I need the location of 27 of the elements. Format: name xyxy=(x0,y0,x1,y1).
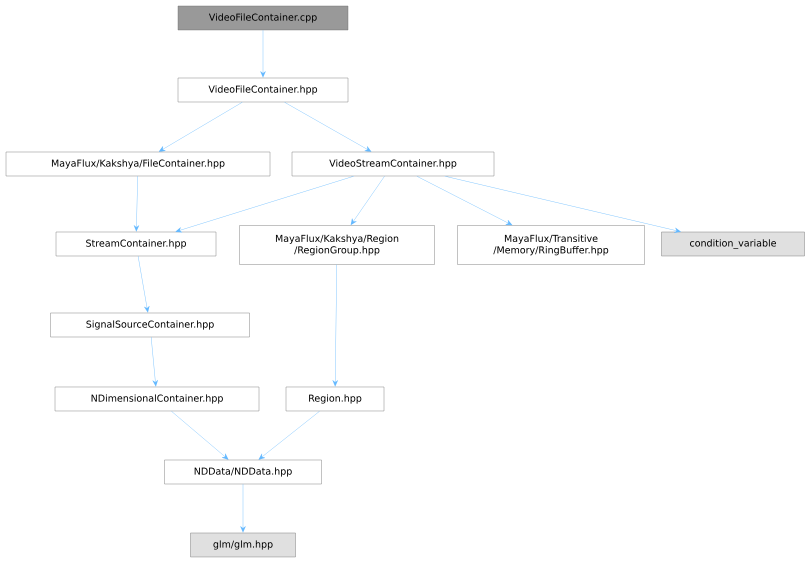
arrow xyxy=(444,176,681,233)
system-header-box: glm/glm.hpp xyxy=(190,532,296,558)
arrow xyxy=(332,264,338,386)
arrow xyxy=(150,337,158,386)
arrow xyxy=(134,176,140,232)
arrow xyxy=(260,30,266,78)
arrow xyxy=(416,176,512,226)
arrow xyxy=(138,256,150,312)
header-box: NDData/NDData.hpp xyxy=(164,460,322,484)
arrow xyxy=(350,176,385,226)
source-file-box: VideoFileContainer.cpp xyxy=(178,6,348,30)
header-box: VideoStreamContainer.hpp xyxy=(292,152,494,176)
arrow xyxy=(158,102,243,152)
arrow xyxy=(175,176,354,232)
header-box: NDimensionalContainer.hpp xyxy=(54,386,260,412)
header-box: MayaFlux/Kakshya/FileContainer.hpp xyxy=(6,152,270,176)
arrow xyxy=(258,411,320,460)
arrow xyxy=(240,484,246,532)
header-box: VideoFileContainer.hpp xyxy=(178,78,348,102)
header-box: Region.hpp xyxy=(286,386,384,412)
system-header-box: condition_variable xyxy=(661,232,805,256)
header-box: SignalSourceContainer.hpp xyxy=(50,312,250,338)
header-box: StreamContainer.hpp xyxy=(56,232,216,256)
header-box: MayaFlux/Kakshya/Region /RegionGroup.hpp xyxy=(239,225,435,265)
header-box: MayaFlux/Transitive /Memory/RingBuffer.hpp xyxy=(457,225,645,265)
arrow xyxy=(284,102,372,152)
arrow xyxy=(171,411,228,460)
